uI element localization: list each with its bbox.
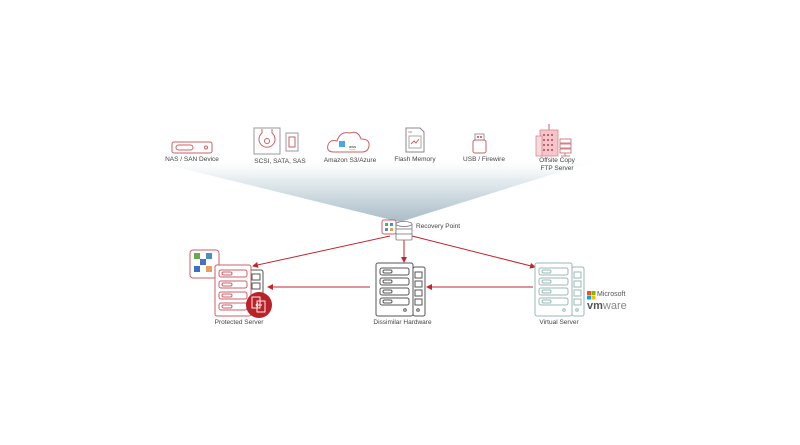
microsoft-logo-icon	[587, 291, 596, 300]
vmware-logo: vmware	[587, 300, 627, 312]
fan-backdrop	[168, 156, 598, 222]
hard-disk-icon	[253, 127, 299, 155]
label-virtual-server: Virtual Server	[539, 319, 579, 326]
label-protected-server: Protected Server	[214, 319, 264, 326]
connectors	[252, 235, 536, 290]
label-nas: NAS / SAN Device	[165, 156, 219, 163]
label-flash: Flash Memory	[394, 156, 436, 163]
nas-device-icon	[171, 141, 213, 154]
protected-server-icon	[189, 249, 272, 318]
dissimilar-hardware-icon	[375, 262, 426, 317]
svg-text:aws: aws	[349, 144, 356, 149]
vmware-vm: vm	[587, 300, 603, 312]
label-cloud: Amazon S3/Azure	[323, 157, 377, 164]
offsite-building-icon	[535, 124, 572, 157]
label-usb: USB / Firewire	[463, 156, 505, 163]
arrow-to-protected	[252, 235, 391, 268]
vmware-ware: ware	[602, 300, 627, 312]
flash-card-icon: SD	[405, 127, 425, 153]
label-recovery-point: Recovery Point	[416, 223, 461, 230]
arrow-to-virtual	[411, 235, 536, 269]
usb-drive-icon	[472, 133, 487, 154]
label-offsite-line1: Offsite Copy	[539, 157, 575, 164]
label-offsite-line2: FTP Server	[540, 165, 574, 172]
label-scsi: SCSI, SATA, SAS	[254, 158, 306, 165]
recovery-point-icon	[381, 219, 413, 241]
cloud-icon: aws	[327, 131, 370, 153]
virtual-server-icon	[534, 262, 585, 317]
label-dissimilar-hardware: Dissimilar Hardware	[373, 319, 432, 326]
microsoft-label: Microsoft	[597, 291, 626, 298]
svg-text:SD: SD	[408, 130, 413, 134]
